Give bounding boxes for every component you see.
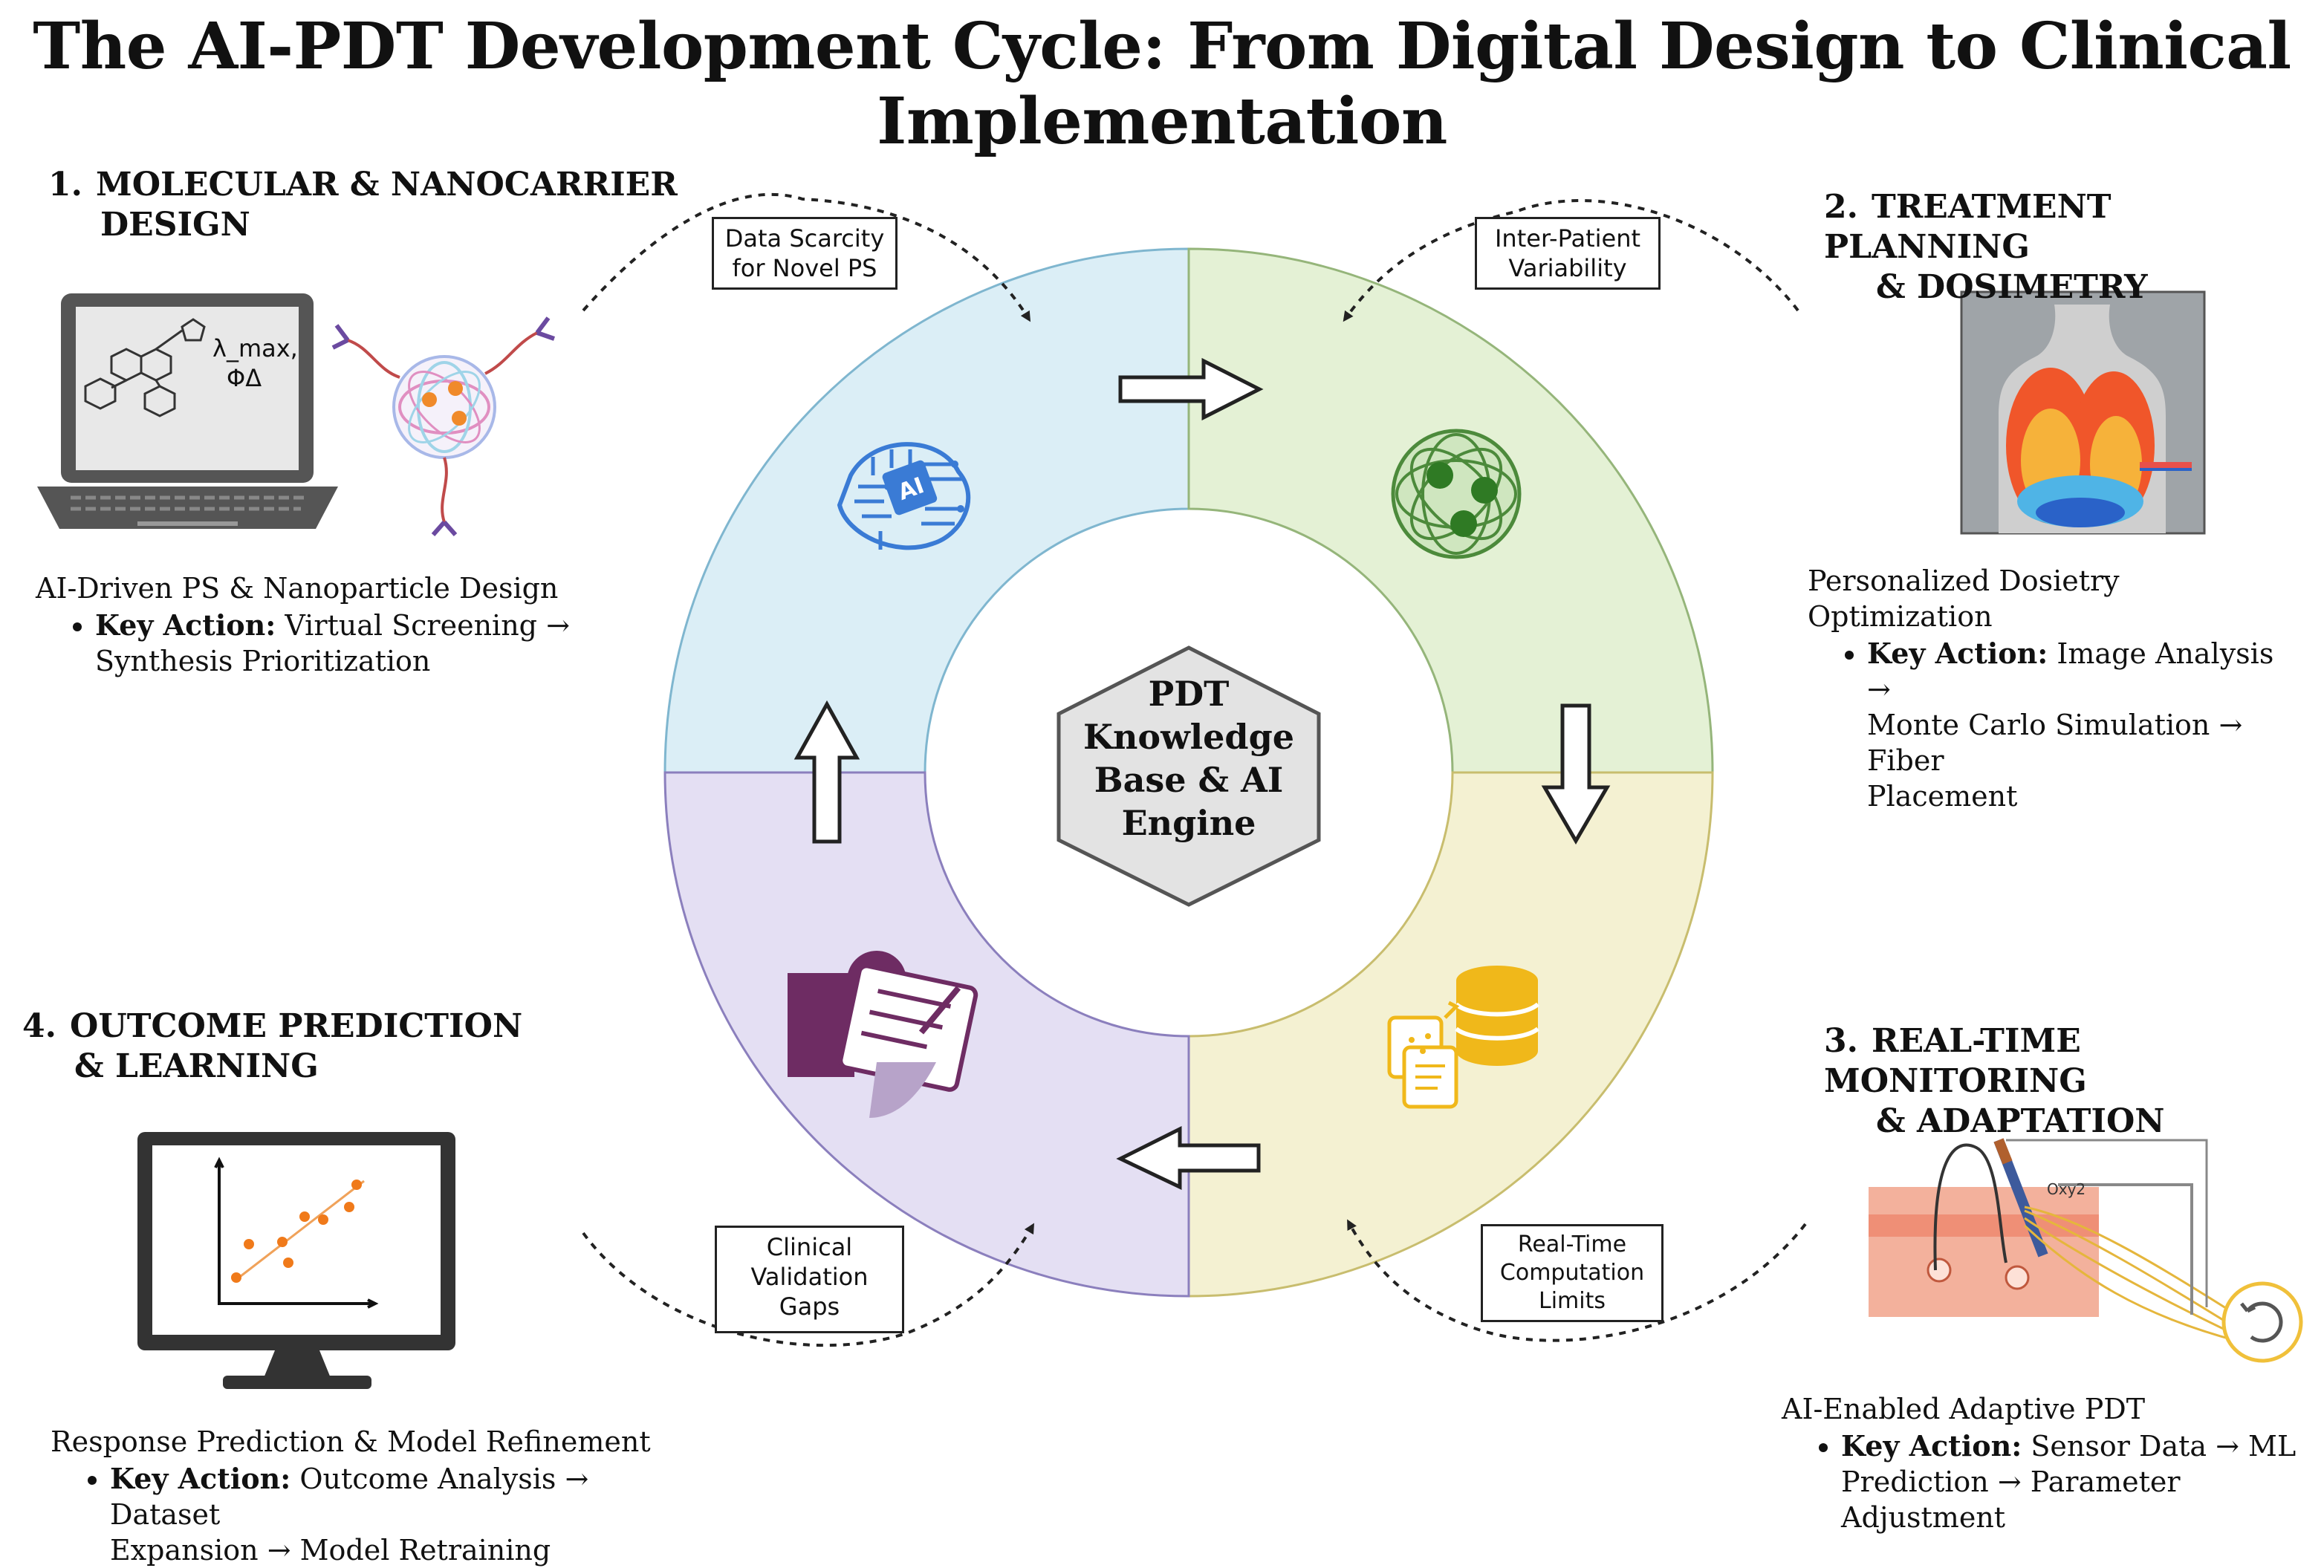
- center-engine-label: PDT Knowledge Base & AI Engine: [1070, 672, 1308, 845]
- challenge-arrow-top-left: [582, 192, 1031, 322]
- nanocarrier-antibody-icon: [331, 316, 555, 536]
- laptop-icon: λ_max, ΦΔ: [37, 293, 338, 529]
- challenge-arrow-bottom-left: [582, 1223, 1035, 1347]
- tissue-fiber-sensor-icon: Oxy2: [1869, 1138, 2303, 1363]
- monitor-scatter-chart-icon: [137, 1132, 455, 1389]
- center-line-1: PDT: [1148, 674, 1230, 714]
- stage-2-subtitle: Personalized Dosietry Optimization: [1808, 565, 2120, 633]
- stage-2-key-action: Key Action: Image Analysis →Monte Carlo …: [1867, 636, 2298, 814]
- flow-arrow-design-to-planning: [1118, 357, 1264, 421]
- ai-chip-icon: AI: [837, 442, 971, 550]
- challenge-label-data-scarcity: Data Scarcity for Novel PS: [712, 217, 898, 290]
- clinician-clipboard-icon: [788, 951, 978, 1118]
- stage-4-key-action: Key Action: Outcome Analysis → DatasetEx…: [110, 1461, 660, 1568]
- stage-3-description: AI-Enabled Adaptive PDT Key Action: Sens…: [1782, 1391, 2317, 1535]
- svg-text:Oxy2: Oxy2: [2047, 1180, 2086, 1198]
- center-line-2: Knowledge: [1083, 717, 1295, 757]
- stage-1-description: AI-Driven PS & Nanoparticle Design Key A…: [36, 570, 571, 679]
- svg-text:λ_max,: λ_max,: [212, 334, 298, 362]
- stage-2-heading: 2.TREATMENT PLANNING & DOSIMETRY: [1824, 188, 2148, 306]
- svg-text:ΦΔ: ΦΔ: [227, 364, 262, 392]
- stage-3-heading: 3.REAL-TIME MONITORING & ADAPTATION: [1824, 1022, 2165, 1140]
- stage-4-description: Response Prediction & Model Refinement K…: [51, 1424, 660, 1568]
- flow-arrow-monitoring-to-learning: [1116, 1125, 1261, 1190]
- stage-2-description: Personalized Dosietry Optimization Key A…: [1808, 563, 2298, 814]
- center-hexagon: [1056, 645, 1321, 907]
- stage-1-heading: 1.MOLECULAR & NANOCARRIER DESIGN: [48, 166, 678, 244]
- center-line-3: Base & AI: [1094, 760, 1284, 800]
- stage-1-subtitle: AI-Driven PS & Nanoparticle Design: [36, 572, 559, 605]
- challenge-label-clinical-validation: Clinical Validation Gaps: [715, 1226, 904, 1333]
- stage-1-key-action: Key Action: Virtual Screening →Synthesis…: [95, 608, 571, 679]
- challenge-arrow-bottom-right: [1347, 1219, 1807, 1342]
- ring-segment-monitoring: [1187, 771, 1714, 1298]
- stage-4-subtitle: Response Prediction & Model Refinement: [51, 1425, 651, 1458]
- nanoparticle-icon: [1391, 429, 1522, 559]
- stage-3-subtitle: AI-Enabled Adaptive PDT: [1782, 1393, 2146, 1425]
- page-title: The AI-PDT Development Cycle: From Digit…: [33, 9, 2291, 159]
- database-icon: [1387, 966, 1540, 1109]
- body-dose-heatmap-icon: [1960, 290, 2206, 535]
- flow-arrow-learning-to-design: [793, 700, 860, 844]
- center-line-4: Engine: [1121, 803, 1256, 843]
- challenge-label-real-time: Real-Time Computation Limits: [1481, 1224, 1664, 1322]
- flow-arrow-planning-to-monitoring: [1541, 703, 1611, 845]
- stage-4-heading: 4.OUTCOME PREDICTION & LEARNING: [22, 1007, 523, 1085]
- challenge-label-inter-patient: Inter-Patient Variability: [1475, 217, 1661, 290]
- challenge-arrow-top-right: [1343, 199, 1799, 322]
